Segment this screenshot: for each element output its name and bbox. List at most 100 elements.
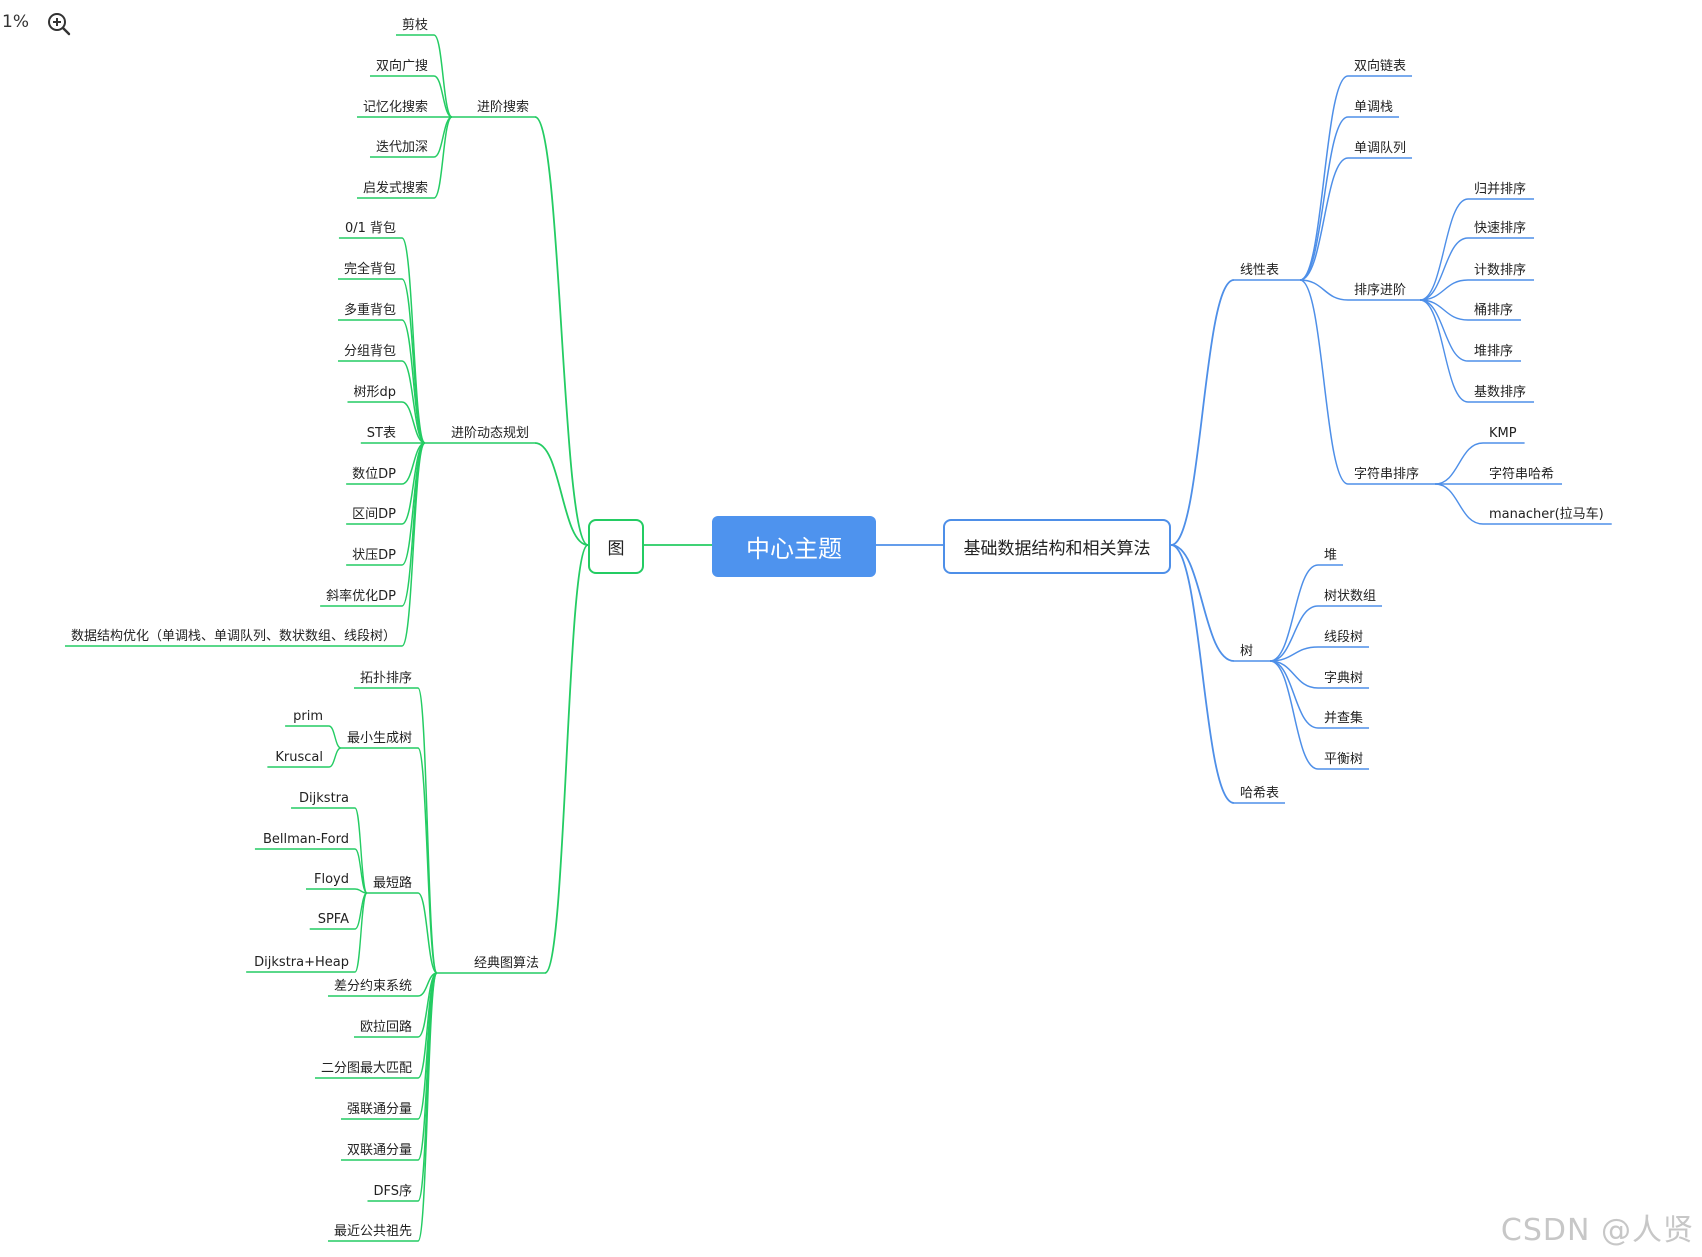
left-leaf[interactable]: 数位DP bbox=[352, 467, 396, 482]
right-subleaf[interactable]: 桶排序 bbox=[1474, 303, 1514, 318]
connector bbox=[1419, 237, 1469, 301]
connector bbox=[1434, 442, 1484, 485]
topic-graph[interactable]: 图 bbox=[588, 519, 644, 574]
left-leaf[interactable]: 分组背包 bbox=[343, 344, 396, 359]
right-subleaf[interactable]: 字符串哈希 bbox=[1489, 467, 1555, 482]
connector bbox=[401, 278, 426, 444]
left-leaf[interactable]: 树形dp bbox=[353, 385, 396, 400]
right-leaf[interactable]: 平衡树 bbox=[1324, 752, 1364, 767]
connector bbox=[401, 319, 426, 444]
left-leaf[interactable]: 双向广搜 bbox=[375, 59, 428, 74]
connector bbox=[401, 237, 426, 444]
left-leaf[interactable]: 数据结构优化（单调栈、单调队列、数状数组、线段树） bbox=[70, 629, 396, 644]
left-subleaf[interactable]: prim bbox=[293, 709, 323, 724]
left-leaf[interactable]: 差分约束系统 bbox=[333, 979, 412, 994]
connector bbox=[354, 848, 368, 894]
left-leaf[interactable]: 欧拉回路 bbox=[359, 1020, 412, 1035]
connector bbox=[328, 747, 342, 768]
left-leaf[interactable]: 迭代加深 bbox=[375, 140, 428, 155]
left-leaf[interactable]: 最短路 bbox=[372, 876, 412, 891]
connector bbox=[401, 442, 426, 607]
right-leaf[interactable]: 排序进阶 bbox=[1354, 283, 1407, 298]
right-leaf[interactable]: 字典树 bbox=[1324, 671, 1364, 686]
left-leaf[interactable]: 启发式搜索 bbox=[362, 181, 428, 196]
connector bbox=[1419, 299, 1469, 403]
right-branch-0[interactable]: 线性表 bbox=[1240, 263, 1280, 278]
zoom-level: 1% bbox=[2, 12, 29, 32]
right-leaf[interactable]: 树状数组 bbox=[1324, 589, 1377, 604]
left-leaf[interactable]: 完全背包 bbox=[343, 262, 396, 277]
connector bbox=[433, 75, 453, 118]
connector bbox=[1299, 279, 1349, 301]
right-leaf[interactable]: 并查集 bbox=[1324, 711, 1364, 726]
connector bbox=[401, 442, 426, 647]
left-leaf[interactable]: 记忆化搜索 bbox=[362, 100, 428, 115]
connector bbox=[544, 544, 589, 974]
watermark: CSDN @人贤 bbox=[1500, 1213, 1694, 1248]
right-subleaf[interactable]: 堆排序 bbox=[1474, 344, 1514, 359]
left-leaf[interactable]: 拓扑排序 bbox=[359, 671, 412, 686]
connector bbox=[417, 972, 438, 1242]
left-leaf[interactable]: 二分图最大匹配 bbox=[320, 1061, 412, 1076]
connector bbox=[1419, 279, 1469, 301]
connector bbox=[1299, 279, 1349, 485]
left-leaf[interactable]: 区间DP bbox=[352, 507, 396, 522]
connector bbox=[417, 747, 438, 974]
left-leaf[interactable]: DFS序 bbox=[373, 1184, 412, 1199]
left-leaf[interactable]: 最小生成树 bbox=[346, 731, 412, 746]
left-leaf[interactable]: ST表 bbox=[366, 426, 396, 441]
right-subleaf[interactable]: 快速排序 bbox=[1474, 221, 1527, 236]
connector bbox=[1299, 157, 1349, 281]
left-leaf[interactable]: 双联通分量 bbox=[346, 1143, 412, 1158]
left-leaf[interactable]: 最近公共祖先 bbox=[333, 1224, 412, 1239]
zoom-in-icon[interactable] bbox=[46, 11, 72, 37]
left-subleaf[interactable]: Floyd bbox=[313, 872, 349, 887]
right-leaf[interactable]: 字符串排序 bbox=[1354, 467, 1420, 482]
connector bbox=[1299, 116, 1349, 281]
right-leaf[interactable]: 单调栈 bbox=[1354, 100, 1394, 115]
connector bbox=[354, 892, 368, 973]
connector bbox=[1269, 646, 1319, 662]
right-branch-2[interactable]: 哈希表 bbox=[1240, 786, 1280, 801]
connector bbox=[433, 116, 453, 199]
right-leaf[interactable]: 线段树 bbox=[1324, 630, 1364, 645]
left-subleaf[interactable]: Dijkstra+Heap bbox=[254, 955, 349, 970]
connector bbox=[1170, 279, 1235, 546]
right-leaf[interactable]: 单调队列 bbox=[1354, 141, 1407, 156]
left-leaf[interactable]: 多重背包 bbox=[343, 303, 396, 318]
right-subleaf[interactable]: 计数排序 bbox=[1474, 263, 1527, 278]
connector bbox=[1269, 660, 1319, 729]
connector bbox=[401, 401, 426, 444]
right-subleaf[interactable]: 归并排序 bbox=[1474, 182, 1527, 197]
right-leaf[interactable]: 堆 bbox=[1324, 548, 1338, 563]
left-branch-0[interactable]: 进阶搜索 bbox=[476, 100, 529, 115]
right-subleaf[interactable]: manacher(拉马车) bbox=[1489, 507, 1604, 522]
left-leaf[interactable]: 剪枝 bbox=[401, 18, 428, 33]
left-leaf[interactable]: 强联通分量 bbox=[346, 1102, 412, 1117]
left-subleaf[interactable]: Dijkstra bbox=[299, 791, 349, 806]
connector bbox=[1170, 544, 1235, 662]
connector bbox=[328, 725, 342, 749]
left-subleaf[interactable]: SPFA bbox=[317, 912, 349, 927]
right-subleaf[interactable]: 基数排序 bbox=[1474, 385, 1527, 400]
connector bbox=[534, 442, 589, 546]
topic-basic-data-structures[interactable]: 基础数据结构和相关算法 bbox=[943, 519, 1171, 574]
connector bbox=[1299, 75, 1349, 281]
connector bbox=[1269, 605, 1319, 662]
right-subleaf[interactable]: KMP bbox=[1489, 426, 1517, 441]
left-subleaf[interactable]: Bellman-Ford bbox=[262, 832, 349, 847]
left-leaf[interactable]: 斜率优化DP bbox=[326, 589, 396, 604]
connector bbox=[1419, 198, 1469, 301]
left-subleaf[interactable]: Kruscal bbox=[275, 750, 323, 765]
left-branch-2[interactable]: 经典图算法 bbox=[473, 956, 539, 971]
left-branch-1[interactable]: 进阶动态规划 bbox=[450, 426, 529, 441]
root-topic[interactable]: 中心主题 bbox=[712, 516, 876, 577]
right-branch-1[interactable]: 树 bbox=[1240, 644, 1254, 659]
connector bbox=[1170, 544, 1235, 804]
left-leaf[interactable]: 0/1 背包 bbox=[344, 221, 396, 236]
left-leaf[interactable]: 状压DP bbox=[352, 548, 396, 563]
connector bbox=[1434, 483, 1484, 525]
right-leaf[interactable]: 双向链表 bbox=[1354, 59, 1407, 74]
